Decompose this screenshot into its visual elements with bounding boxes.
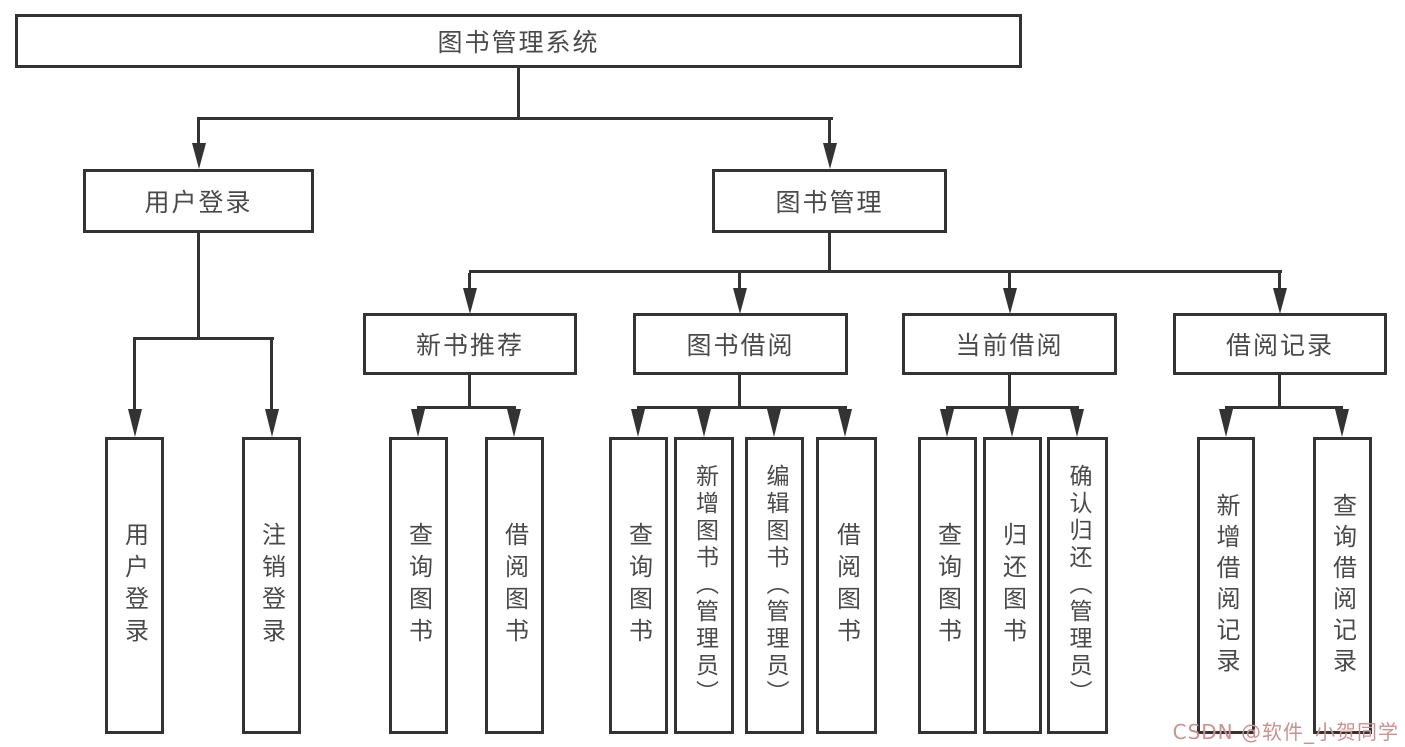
arrowhead-login-leaf <box>128 409 142 437</box>
leaf-borrow-edit-admin: 编辑图书（管理员） <box>745 437 804 734</box>
leaf-newbook-query: 查询图书 <box>389 437 448 734</box>
arrowhead-newbook-leaf2 <box>507 409 521 437</box>
arrowhead-new-book <box>463 288 477 314</box>
leaf-current-confirm-admin: 确认归还（管理员） <box>1047 437 1108 734</box>
arrowhead-borrow <box>733 288 747 314</box>
connector-newbook-stub <box>468 375 471 407</box>
connector-current-stub <box>1008 375 1011 407</box>
arrowhead-current-leaf3 <box>1070 409 1084 437</box>
arrowhead-borrow-leaf1 <box>631 409 645 437</box>
arrowhead-borrow-leaf3 <box>767 409 781 437</box>
leaf-logout: 注销登录 <box>242 437 301 734</box>
connector-mgmt-stub <box>828 233 831 271</box>
arrowhead-logout-leaf <box>265 409 279 437</box>
node-borrow-record: 借阅记录 <box>1173 313 1387 375</box>
node-book-borrow: 图书借阅 <box>633 313 848 375</box>
node-user-login: 用户登录 <box>83 169 314 233</box>
arrowhead-record-leaf1 <box>1219 409 1233 437</box>
connector-record-horizontal <box>1225 406 1343 409</box>
arrowhead-current-leaf1 <box>940 409 954 437</box>
connector-to-current <box>1008 273 1011 289</box>
connector-newbook-horizontal <box>417 406 516 409</box>
arrowhead-borrow-leaf4 <box>838 409 852 437</box>
leaf-borrow-add-admin: 新增图书（管理员） <box>674 437 734 734</box>
node-new-book-recommend: 新书推荐 <box>363 313 577 375</box>
arrowhead-record <box>1273 288 1287 314</box>
connector-borrow-horizontal <box>637 406 847 409</box>
connector-root-stub <box>517 68 520 118</box>
connector-level1-horizontal <box>197 117 833 120</box>
connector-mgmt-horizontal <box>469 270 1282 273</box>
node-book-management: 图书管理 <box>712 169 947 233</box>
arrowhead-record-leaf2 <box>1335 409 1349 437</box>
leaf-user-login: 用户登录 <box>105 437 164 734</box>
leaf-borrow-borrow: 借阅图书 <box>816 437 877 734</box>
connector-to-login-leaf <box>133 340 136 412</box>
leaf-borrow-query: 查询图书 <box>609 437 668 734</box>
leaf-newbook-borrow: 借阅图书 <box>485 437 544 734</box>
connector-to-borrow <box>738 273 741 289</box>
leaf-current-query: 查询图书 <box>918 437 977 734</box>
node-library-system: 图书管理系统 <box>15 14 1022 68</box>
leaf-record-add: 新增借阅记录 <box>1197 437 1255 734</box>
connector-user-horizontal <box>133 337 274 340</box>
arrowhead-borrow-leaf2 <box>697 409 711 437</box>
arrowhead-book-mgmt <box>823 143 837 169</box>
leaf-current-return: 归还图书 <box>983 437 1042 734</box>
arrowhead-newbook-leaf1 <box>411 409 425 437</box>
csdn-watermark: CSDN @软件_小贺同学 <box>1172 720 1399 744</box>
leaf-record-query: 查询借阅记录 <box>1313 437 1372 734</box>
connector-borrow-stub <box>738 375 741 407</box>
connector-to-new-book <box>468 273 471 289</box>
connector-record-stub <box>1278 375 1281 407</box>
node-current-borrow: 当前借阅 <box>902 313 1117 375</box>
connector-current-horizontal <box>946 406 1079 409</box>
connector-user-stub <box>197 233 200 338</box>
connector-to-user-login <box>197 120 200 144</box>
connector-to-book-mgmt <box>828 120 831 144</box>
arrowhead-current <box>1003 288 1017 314</box>
connector-to-logout-leaf <box>270 340 273 412</box>
connector-to-record <box>1278 273 1281 289</box>
arrowhead-current-leaf2 <box>1005 409 1019 437</box>
arrowhead-user-login <box>192 143 206 169</box>
